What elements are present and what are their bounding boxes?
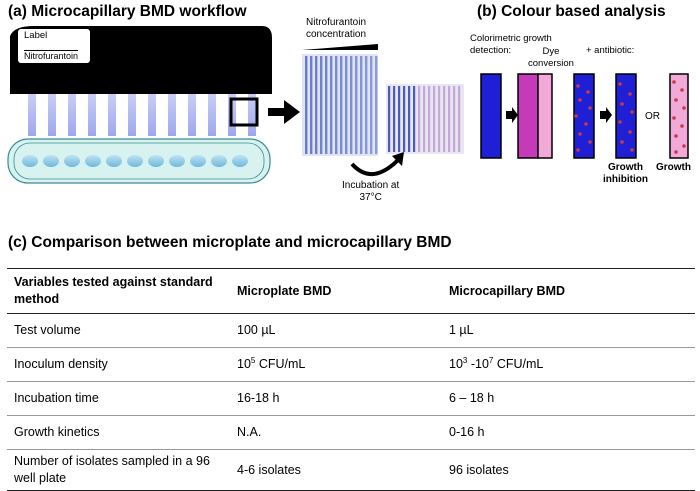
cell-variable: Growth kinetics: [7, 415, 230, 450]
or-label: OR: [645, 111, 660, 122]
growth-label: Growth: [656, 162, 691, 173]
capillary-photo-1-stripes: [305, 56, 378, 154]
zoom-highlight-box: [229, 97, 259, 127]
label-text: Label: [24, 30, 48, 41]
table-row: Growth kinetics N.A. 0-16 h: [7, 415, 695, 450]
cell-microplate: 100 µL: [230, 313, 442, 348]
well-pills: [22, 155, 248, 167]
comparison-table: Variables tested against standard method…: [7, 268, 695, 491]
detection-label: Colorimetric growth detection:: [470, 33, 552, 56]
concentration-wedge: [302, 44, 378, 50]
bacteria-dots: [574, 80, 686, 154]
cell-variable: Test volume: [7, 313, 230, 348]
antibiotic-label: + antibiotic:: [586, 45, 635, 56]
cell-microplate: 16-18 h: [230, 381, 442, 416]
cell-variable: Inoculum density: [7, 347, 230, 382]
label-box: [18, 29, 90, 63]
cell-variable: Number of isolates sampled in a 96 well …: [7, 449, 230, 491]
cell-microplate: 105 CFU/mL: [230, 347, 442, 382]
cell-microcapillary: 1 µL: [442, 313, 695, 348]
colour-tubes: [480, 73, 689, 159]
header-variables: Variables tested against standard method: [7, 268, 230, 314]
table-row: Test volume 100 µL 1 µL: [7, 313, 695, 348]
capillary-photo-2-stripes: [388, 86, 461, 152]
cell-microcapillary: 103 -107 CFU/mL: [442, 347, 695, 382]
header-microplate: Microplate BMD: [230, 268, 442, 314]
cell-microcapillary: 96 isolates: [442, 449, 695, 491]
workflow-arrow: [268, 108, 286, 116]
cell-microplate: N.A.: [230, 415, 442, 450]
drug-text: Nitrofurantoin: [24, 50, 79, 61]
header-microcapillary: Microcapillary BMD: [442, 268, 695, 314]
table-row: Incubation time 16-18 h 6 – 18 h: [7, 381, 695, 416]
table-row: Number of isolates sampled in a 96 well …: [7, 449, 695, 491]
workflow-diagram: [7, 26, 689, 184]
cell-variable: Incubation time: [7, 381, 230, 416]
table-header-row: Variables tested against standard method…: [7, 268, 695, 314]
concentration-label: Nitrofurantoin concentration: [306, 17, 367, 40]
cell-microplate: 4-6 isolates: [230, 449, 442, 491]
panel-c-title: (c) Comparison between microplate and mi…: [8, 234, 452, 251]
capillary-strips: [28, 94, 256, 136]
cell-microcapillary: 6 – 18 h: [442, 381, 695, 416]
incubation-arrow: [350, 158, 400, 176]
table-row: Inoculum density 105 CFU/mL 103 -107 CFU…: [7, 347, 695, 382]
growth-inhibition-label: Growth inhibition: [603, 162, 648, 185]
panel-b-title: (b) Colour based analysis: [477, 3, 666, 20]
incubation-label: Incubation at 37°C: [342, 180, 400, 203]
panel-a-title: (a) Microcapillary BMD workflow: [8, 3, 247, 20]
dye-conversion-label: Dye conversion: [528, 46, 574, 69]
cell-microcapillary: 0-16 h: [442, 415, 695, 450]
